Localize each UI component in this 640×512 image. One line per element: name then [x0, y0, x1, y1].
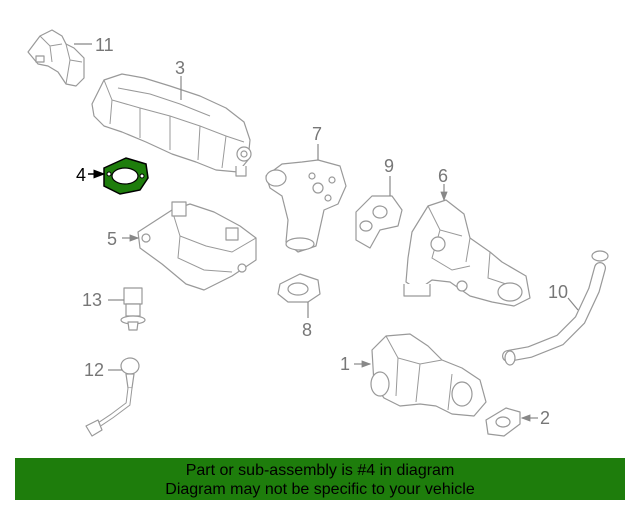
- part-10-hose: [502, 250, 609, 366]
- callout-12: 12: [84, 360, 104, 380]
- callout-8: 8: [302, 320, 312, 340]
- part-1-valve-body: [370, 333, 487, 417]
- callout-11: 11: [95, 35, 114, 55]
- part-5-bracket: [137, 201, 257, 291]
- callout-1: 1: [340, 354, 350, 374]
- callout-9: 9: [384, 156, 394, 176]
- part-12-temp-sensor: [85, 357, 140, 437]
- footer-line-2: Diagram may not be specific to your vehi…: [165, 481, 475, 498]
- part-11-sensor: [27, 29, 85, 87]
- part-6-egr-valve: [403, 199, 531, 307]
- callout-5: 5: [107, 229, 117, 249]
- part-3-egr-cooler: [91, 73, 252, 177]
- callout-3: 3: [175, 58, 185, 78]
- callout-7: 7: [312, 124, 322, 144]
- part-7-elbow-pipe: [265, 159, 347, 253]
- footer-banner: Part or sub-assembly is #4 in diagram Di…: [15, 458, 625, 500]
- part-9-gasket: [355, 195, 403, 249]
- part-4-gasket-highlighted: [103, 157, 149, 195]
- callout-13: 13: [82, 290, 102, 310]
- callout-6: 6: [438, 166, 448, 186]
- callout-10: 10: [548, 282, 568, 302]
- callout-4: 4: [76, 165, 86, 185]
- part-2-gasket: [485, 407, 521, 437]
- part-8-gasket: [277, 273, 321, 303]
- callout-2: 2: [540, 408, 550, 428]
- footer-line-1: Part or sub-assembly is #4 in diagram: [185, 462, 455, 479]
- leader-10: [567, 297, 579, 311]
- part-13-sensor: [120, 287, 146, 331]
